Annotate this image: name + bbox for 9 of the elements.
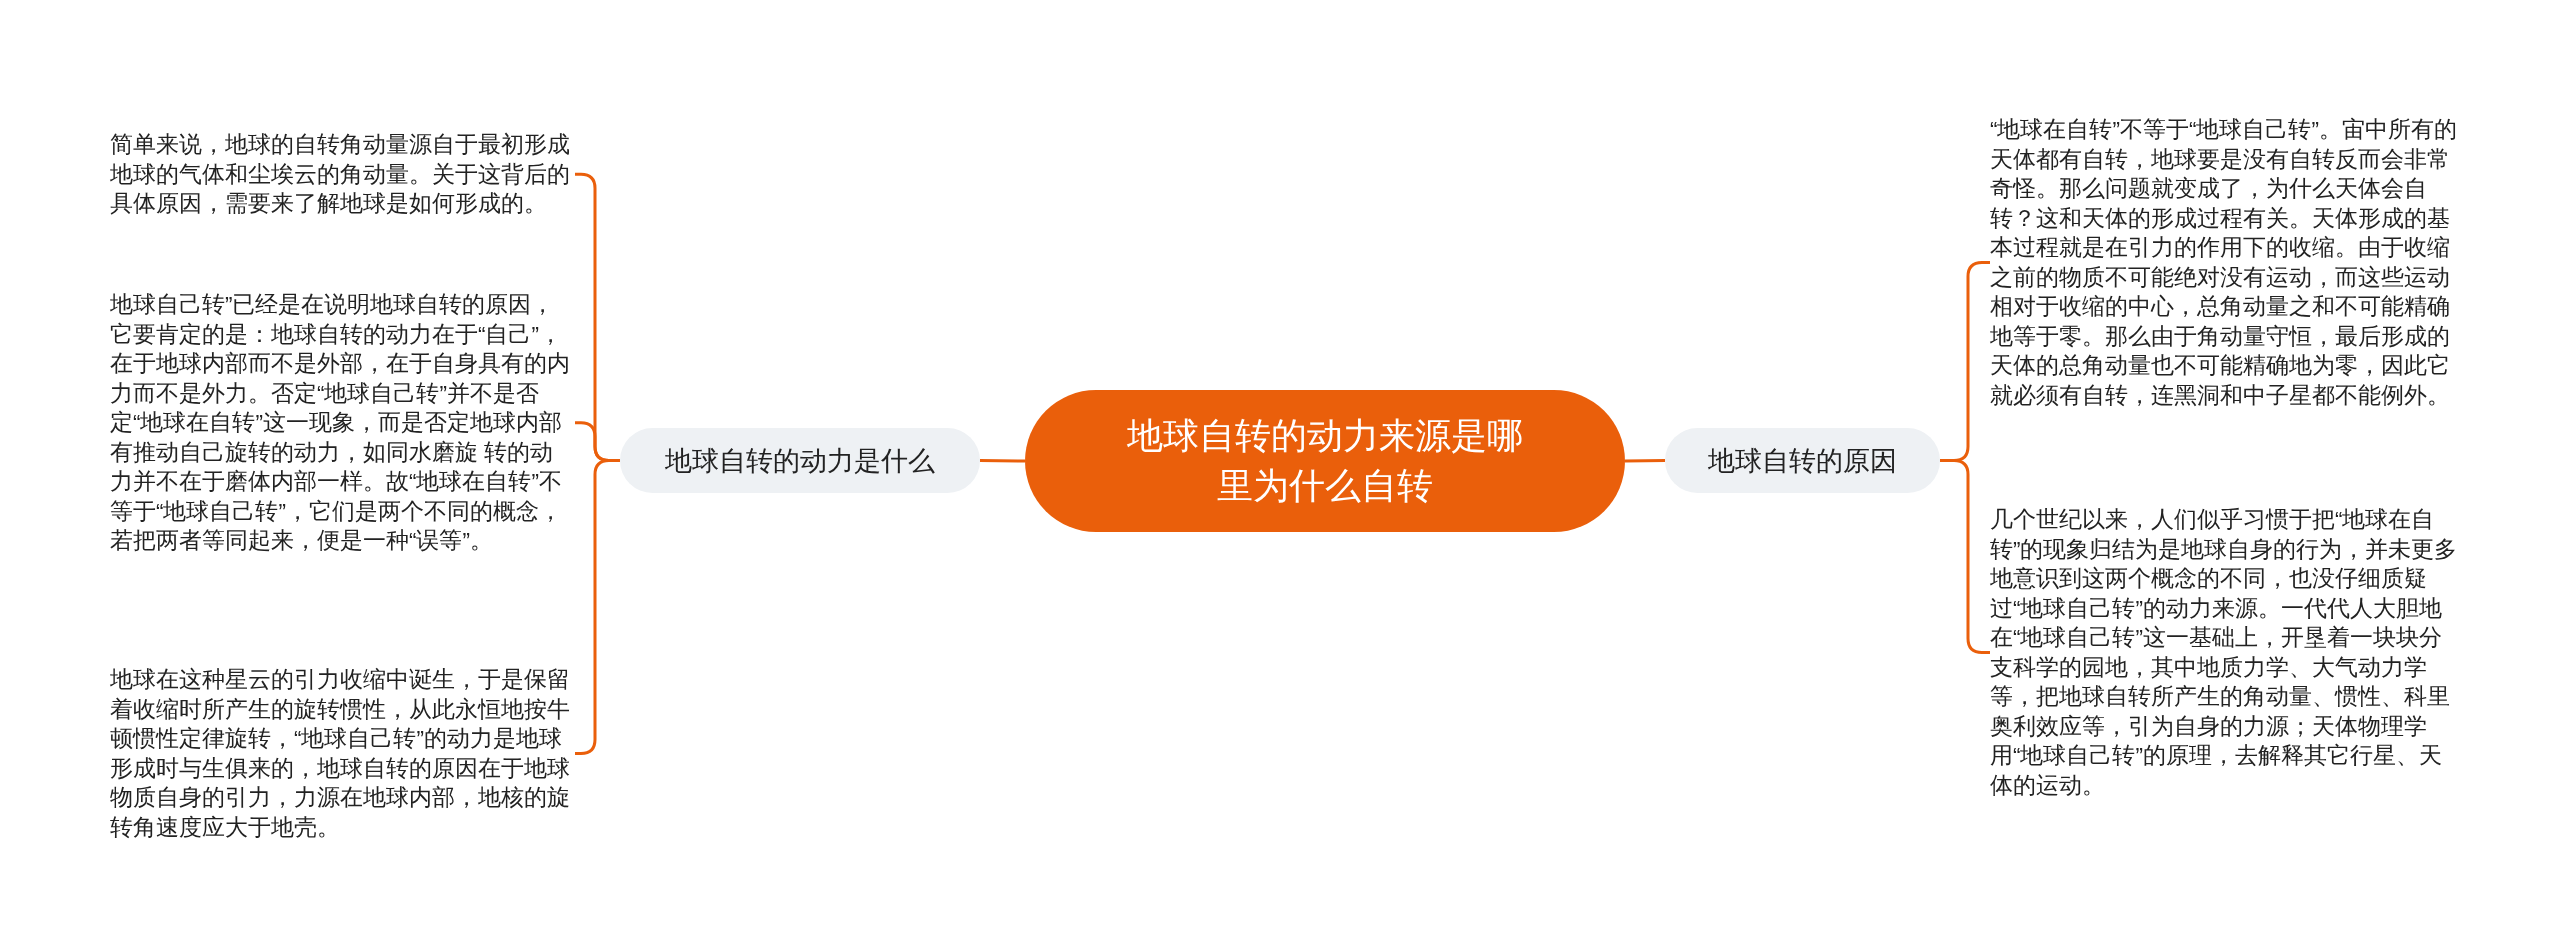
topic-box: 地球自转的动力是什么 xyxy=(620,428,980,493)
paragraph: “地球在自转”不等于“地球自己转”。宙中所有的天体都有自转，地球要是没有自转反而会非常奇怪。那么问题就变成了，为什么天体会自转？这和天体的形成过程有关。天体形成的基本过程就是在引力的作用下的收缩。由于收缩之前的物质不可能绝对没有运动，而这些运动相对于收缩的中心，总角动量之和不可能精确地等于零。那么由于角动量守恒，最后形成的天体的总角动量也不可能精确地为零，因此它就必须有自转，连黑洞和中子星都不能例外。 xyxy=(1990,115,2458,410)
paragraph: 地球在这种星云的引力收缩中诞生，于是保留着收缩时所产生的旋转惯性，从此永恒地按牛顿惯性定律旋转，“地球自己转”的动力是地球形成时与生俱来的，地球自转的原因在于地球物质自身的引力，力源在地球内部，地核的旋转角速度应大于地壳。 xyxy=(110,665,575,842)
paragraph: 地球自己转”已经是在说明地球自转的原因，它要肯定的是：地球自转的动力在于“自己”，在于地球内部而不是外部，在于自身具有的内力而不是外力。否定“地球自己转”并不是否定“地球在自转”这一现象，而是否定地球内部有推动自己旋转的动力，如同水磨旋 转的动力并不在于磨体内部一样。故“地球在自转”不等于“地球自己转”，它们是两个不同的概念，若把两者等同起来，便是一种“误等”。 xyxy=(110,290,575,556)
connector-line xyxy=(980,459,1025,463)
central-topic: 地球自转的动力来源是哪里为什么自转 xyxy=(1025,390,1625,532)
topic-box: 地球自转的原因 xyxy=(1665,428,1940,493)
paragraph: 几个世纪以来，人们似乎习惯于把“地球在自转”的现象归结为是地球自身的行为，并未更多地意识到这两个概念的不同，也没仔细质疑过“地球自己转”的动力来源。一代代人大胆地在“地球自己转”这一基础上，开垦着一块块分支科学的园地，其中地质力学、大气动力学等，把地球自转所产生的角动量、惯性、科里奥利效应等，引为自身的力源；天体物理学用“地球自己转”的原理，去解释其它行星、天体的运动。 xyxy=(1990,505,2458,800)
paragraph: 简单来说，地球的自转角动量源自于最初形成地球的气体和尘埃云的角动量。关于这背后的具体原因，需要来了解地球是如何形成的。 xyxy=(110,130,575,219)
